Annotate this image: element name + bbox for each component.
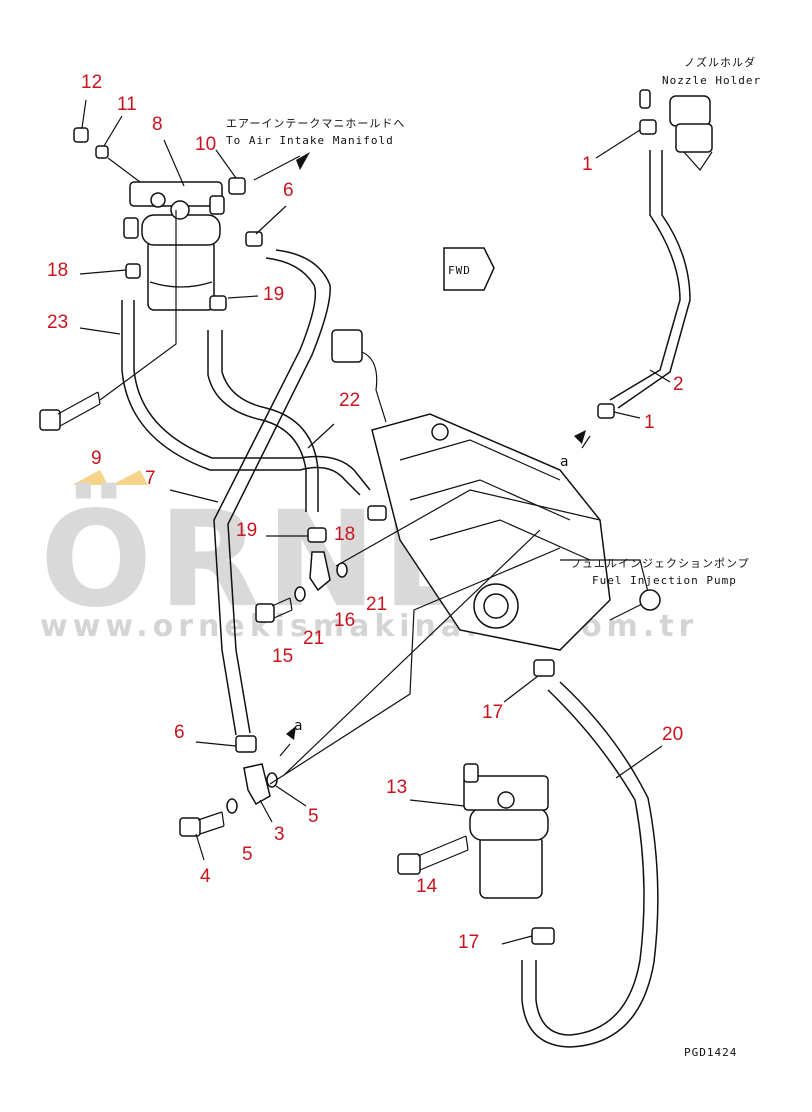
watermark-accent xyxy=(72,470,108,485)
callout-17-b: 17 xyxy=(458,932,479,953)
callout-2: 2 xyxy=(673,374,684,395)
part-21-washer-b xyxy=(294,586,306,602)
arrow-a-top-icon xyxy=(574,430,586,444)
callout-11: 11 xyxy=(117,94,137,115)
part-19-clamp-mid xyxy=(307,527,327,543)
callout-8: 8 xyxy=(152,114,163,135)
part-12-cap xyxy=(73,127,89,143)
drawing-code: PGD1424 xyxy=(684,1046,737,1059)
callout-16: 16 xyxy=(334,610,355,631)
part-1-clamp xyxy=(639,119,657,135)
part-19-clamp xyxy=(209,295,227,311)
nozzle-holder-jp-label: ノズルホルダ xyxy=(684,55,756,69)
part-17-clamp-lower xyxy=(531,927,555,945)
part-18-clamp xyxy=(125,263,141,279)
filter-port xyxy=(150,192,166,208)
fwd-arrow: FWD xyxy=(443,247,495,291)
arrow-to-manifold-icon xyxy=(296,152,310,170)
filter-bowl-line xyxy=(149,281,213,288)
callout-17: 17 xyxy=(482,702,503,723)
hose-23-inner xyxy=(133,300,371,491)
part-6-clamp xyxy=(245,231,263,247)
callout-20: 20 xyxy=(662,724,683,745)
part-3-banjo xyxy=(243,763,271,806)
nozzle-holder-en-label: Nozzle Holder xyxy=(662,74,761,87)
callout-6: 6 xyxy=(283,180,294,201)
hose-7 xyxy=(213,257,317,736)
callout-19: 19 xyxy=(263,284,284,305)
pump-jp-label: フュエルインジェクションポンプ xyxy=(570,557,750,570)
callout-5: 5 xyxy=(308,806,319,827)
part-14-bolt xyxy=(397,835,469,875)
part-18-clamp-mid xyxy=(367,505,387,521)
fuel-injection-pump xyxy=(371,413,661,651)
callout-23: 23 xyxy=(47,312,68,333)
callout-21-b: 21 xyxy=(303,628,324,649)
watermark-accent xyxy=(112,470,148,485)
callout-12: 12 xyxy=(81,72,102,93)
callout-6-b: 6 xyxy=(174,722,185,743)
part-10-cap xyxy=(228,177,246,195)
leader-lines xyxy=(79,99,671,945)
part-15-bolt xyxy=(255,597,293,623)
callout-5-b: 5 xyxy=(242,844,253,865)
callout-1-b: 1 xyxy=(644,412,655,433)
part-16-banjo xyxy=(309,551,331,592)
filter-tab xyxy=(123,217,139,239)
filter-bolt xyxy=(170,200,190,220)
part-9-bolt xyxy=(39,391,101,431)
callout-7: 7 xyxy=(145,468,156,489)
part-11-clip xyxy=(95,145,109,159)
callouts: 12 11 8 10 6 18 19 23 9 22 7 19 18 21 16… xyxy=(47,72,684,953)
hose-20 xyxy=(535,689,645,1036)
electrical-connector xyxy=(331,329,363,363)
callout-22: 22 xyxy=(339,390,360,411)
connector-wire xyxy=(361,351,387,423)
ref-a-bottom: a xyxy=(294,718,303,734)
callout-19-b: 19 xyxy=(236,520,257,541)
callout-1: 1 xyxy=(582,154,593,175)
air-intake-en-label: To Air Intake Manifold xyxy=(226,134,394,147)
fwd-label: FWD xyxy=(448,264,471,277)
part-17-clamp xyxy=(533,659,555,677)
air-intake-jp-label: エアーインテークマニホールドへ xyxy=(226,117,405,130)
callout-9: 9 xyxy=(91,448,102,469)
part-1-clamp-lower xyxy=(597,403,615,419)
hose-2 xyxy=(609,150,681,401)
fuel-filter-top xyxy=(123,181,225,311)
callout-18: 18 xyxy=(47,260,68,281)
callout-21: 21 xyxy=(366,594,387,615)
callout-13: 13 xyxy=(386,777,407,798)
nozzle-holder xyxy=(639,89,713,171)
callout-10: 10 xyxy=(195,134,216,155)
arrow-a-bottom-icon xyxy=(286,726,296,740)
callout-18-b: 18 xyxy=(334,524,355,545)
hose-22 xyxy=(207,330,307,512)
hose-22-inner xyxy=(221,330,319,512)
part-5-washer-b xyxy=(226,798,238,814)
fuel-filter-bottom xyxy=(463,763,549,899)
part-4-bolt xyxy=(179,811,225,837)
part-6-clamp-lower xyxy=(235,735,257,753)
hose-2-inner xyxy=(617,150,691,409)
hose-7-inner xyxy=(227,249,331,734)
filter-side-port xyxy=(209,195,225,215)
ref-a-top: a xyxy=(560,454,569,470)
hose-23 xyxy=(121,300,361,496)
callout-3: 3 xyxy=(274,824,285,845)
filter-bowl xyxy=(147,239,215,311)
callout-14: 14 xyxy=(416,876,438,897)
hose-20-inner xyxy=(521,681,659,1048)
pump-en-label: Fuel Injection Pump xyxy=(592,574,737,587)
callout-4: 4 xyxy=(200,866,211,887)
callout-15: 15 xyxy=(272,646,293,667)
